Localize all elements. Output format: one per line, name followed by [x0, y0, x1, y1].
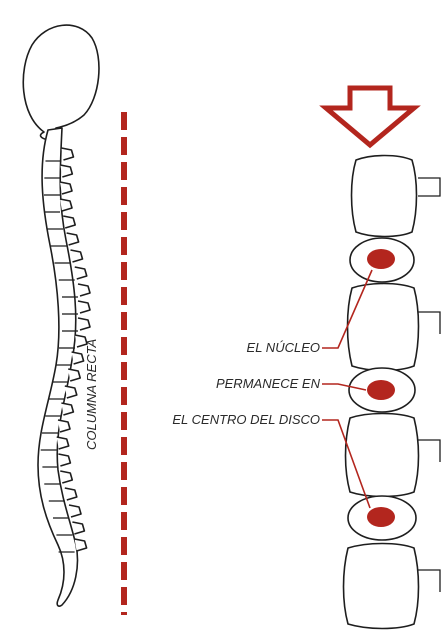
spinous-process: [60, 470, 74, 484]
spinous-process: [74, 334, 88, 348]
vertebra-process: [418, 569, 441, 592]
spinous-process: [66, 232, 80, 246]
spinous-process: [68, 504, 82, 518]
spinous-process: [71, 351, 85, 365]
leader-line: [322, 419, 371, 509]
spinous-process: [77, 300, 91, 314]
spinous-process: [64, 487, 78, 501]
spine-side-view: [22, 24, 100, 607]
vertebra-body: [350, 154, 418, 238]
skull: [22, 24, 100, 141]
vertebra-body: [346, 282, 420, 372]
spinous-process: [74, 266, 88, 280]
nucleus-callout: EL NÚCLEO PERMANECE EN EL CENTRO DEL DIS…: [172, 269, 373, 509]
disc-nucleus: [367, 507, 395, 527]
vertebra-body: [344, 412, 420, 498]
spinous-process: [63, 215, 76, 229]
spinous-process: [58, 453, 72, 467]
callout-line-1: EL NÚCLEO: [247, 340, 320, 355]
spinous-process: [77, 317, 91, 331]
spinous-process: [64, 385, 78, 399]
spinous-processes: [56, 147, 91, 552]
spinous-process: [59, 198, 73, 212]
spinous-process: [57, 419, 71, 433]
spinous-process: [70, 249, 84, 263]
spinous-process: [56, 436, 70, 450]
callout-line-3: EL CENTRO DEL DISCO: [172, 412, 320, 427]
vertebra-segments: [40, 160, 78, 553]
vertebra-process: [418, 177, 441, 197]
disc-nucleus: [367, 380, 395, 400]
leader-line: [322, 383, 367, 391]
downward-arrow-icon: [319, 85, 421, 149]
disc-nucleus: [367, 249, 395, 269]
spinous-process: [59, 181, 73, 195]
vertebra-process: [418, 439, 441, 462]
spinous-process: [74, 538, 88, 552]
spinous-process: [77, 283, 91, 297]
spinous-process: [61, 147, 75, 161]
column-label: COLUMNA RECTA: [84, 339, 99, 450]
vertebral-column: [37, 127, 79, 607]
spinous-process: [68, 368, 81, 382]
vertebra-body: [342, 542, 420, 630]
vertebra-stack: [342, 154, 441, 630]
callout-line-2: PERMANECE EN: [216, 376, 321, 391]
intervertebral-disc: [348, 367, 416, 413]
intervertebral-disc: [347, 495, 417, 541]
leader-line: [322, 269, 373, 349]
spinous-process: [72, 521, 86, 535]
spinous-process: [61, 402, 75, 416]
spinous-process: [60, 164, 74, 178]
vertebra-process: [418, 311, 441, 334]
intervertebral-disc: [349, 237, 415, 283]
